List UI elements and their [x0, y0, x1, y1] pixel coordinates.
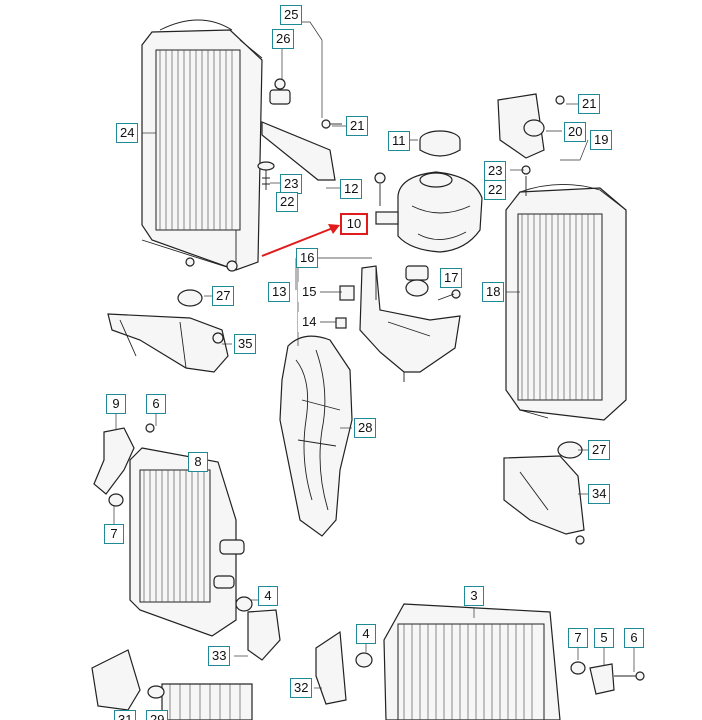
radiator-right [505, 184, 627, 421]
label-10-highlighted[interactable]: 10 [340, 213, 368, 235]
expansion-tank [374, 130, 483, 253]
label-23-right[interactable]: 23 [484, 161, 507, 181]
label-22-right[interactable]: 22 [484, 180, 507, 200]
bracket-32 [315, 630, 373, 705]
label-19[interactable]: 19 [590, 130, 613, 150]
label-31[interactable]: 31 [114, 710, 137, 720]
label-33[interactable]: 33 [208, 646, 231, 666]
label-14[interactable]: 14 [298, 312, 321, 332]
label-5[interactable]: 5 [594, 628, 614, 648]
label-7-right[interactable]: 7 [568, 628, 588, 648]
label-34[interactable]: 34 [588, 484, 611, 504]
upper-bracket [257, 78, 342, 190]
label-22-top[interactable]: 22 [276, 192, 299, 212]
label-4-bottom[interactable]: 4 [356, 624, 376, 644]
upper-right-bracket [497, 93, 565, 196]
bottom-radiator [383, 603, 561, 720]
label-25[interactable]: 25 [280, 5, 303, 25]
label-6-left[interactable]: 6 [146, 394, 166, 414]
bottom-left-assembly [91, 649, 253, 720]
radiator-top-left [141, 19, 263, 272]
label-6-right[interactable]: 6 [624, 628, 644, 648]
label-26[interactable]: 26 [272, 29, 295, 49]
center-bracket [335, 265, 461, 382]
label-29[interactable]: 29 [146, 710, 169, 720]
label-23-top[interactable]: 23 [280, 174, 303, 194]
label-35[interactable]: 35 [234, 334, 257, 354]
label-32[interactable]: 32 [290, 678, 313, 698]
small-radiator-left [129, 447, 245, 637]
label-3[interactable]: 3 [464, 586, 484, 606]
bracket-5 [570, 661, 645, 695]
label-4-left[interactable]: 4 [258, 586, 278, 606]
heat-shield [279, 335, 353, 537]
label-12[interactable]: 12 [340, 179, 363, 199]
label-21-top[interactable]: 21 [346, 116, 369, 136]
label-18[interactable]: 18 [482, 282, 505, 302]
label-13[interactable]: 13 [268, 282, 291, 302]
label-11[interactable]: 11 [388, 131, 410, 151]
bracket-33 [235, 596, 281, 661]
label-20[interactable]: 20 [564, 122, 587, 142]
lower-left-bracket [107, 289, 229, 373]
left-bracket-9 [93, 423, 155, 507]
highlight-arrow [261, 224, 340, 257]
label-8[interactable]: 8 [188, 452, 208, 472]
label-17[interactable]: 17 [440, 268, 463, 288]
label-27-left[interactable]: 27 [212, 286, 235, 306]
label-16[interactable]: 16 [296, 248, 319, 268]
label-21-right[interactable]: 21 [578, 94, 601, 114]
label-15[interactable]: 15 [298, 282, 321, 302]
lower-right-bracket [503, 441, 585, 545]
label-28[interactable]: 28 [354, 418, 377, 438]
label-9[interactable]: 9 [106, 394, 126, 414]
label-7-left[interactable]: 7 [104, 524, 124, 544]
label-27-right[interactable]: 27 [588, 440, 611, 460]
label-24[interactable]: 24 [116, 123, 139, 143]
